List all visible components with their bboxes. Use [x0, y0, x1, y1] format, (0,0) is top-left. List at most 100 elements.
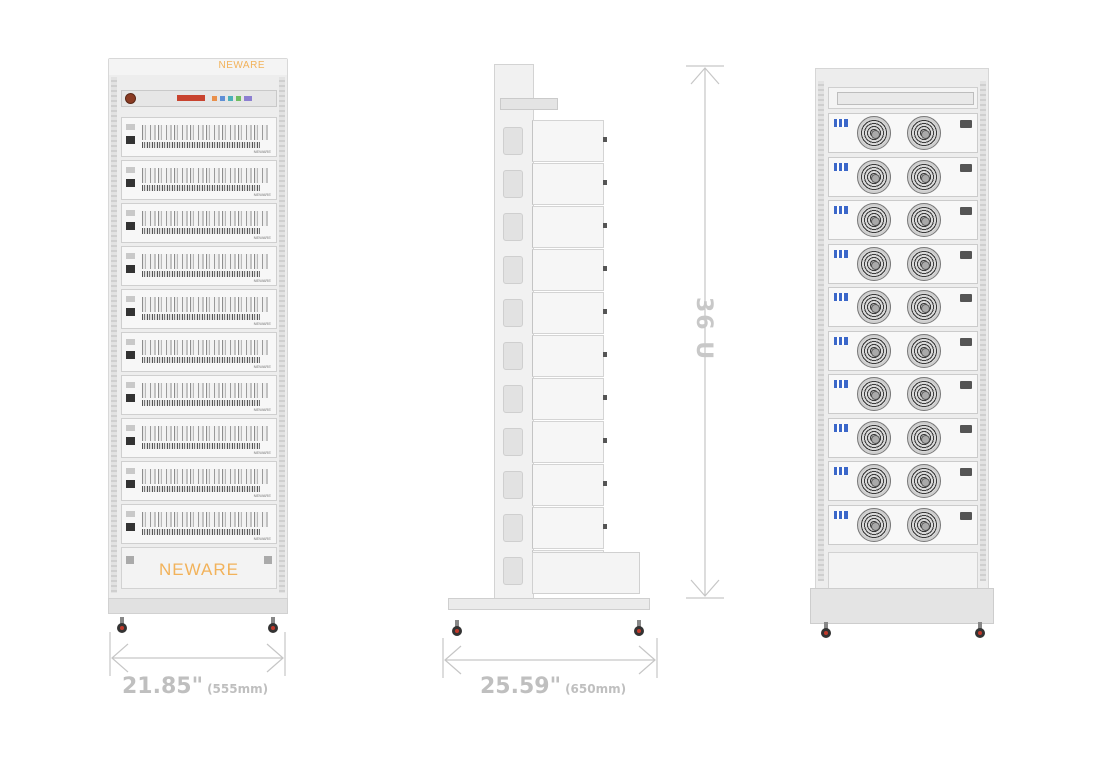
unit-switch-icon[interactable]	[126, 296, 135, 322]
unit-vent-strip	[142, 271, 260, 277]
side-frame-cutout	[503, 557, 523, 585]
side-frame-cutout	[503, 299, 523, 327]
back-base-frame	[810, 588, 994, 624]
cooling-fan-icon	[857, 333, 891, 368]
unit-switch-icon[interactable]	[126, 124, 135, 150]
unit-switch-icon[interactable]	[126, 511, 135, 537]
side-depth-mm: (650mm)	[565, 682, 627, 696]
power-socket-icon	[960, 468, 972, 476]
front-width-label: 21.85"(555mm)	[122, 674, 268, 699]
cooling-fan-icon	[907, 420, 941, 455]
cooling-fan-icon	[857, 377, 891, 411]
unit-switch-icon[interactable]	[126, 253, 135, 279]
base-vent-right-icon	[264, 556, 272, 564]
back-unit-label-icon	[834, 206, 848, 214]
cooling-fan-icon	[857, 464, 891, 498]
front-width-arrow-left-icon	[111, 643, 129, 673]
side-frame-cutout	[503, 127, 523, 155]
power-switch-icon[interactable]	[125, 93, 136, 104]
back-fan-unit	[828, 200, 978, 240]
height-arrow-top-icon	[690, 67, 720, 85]
cooling-fan-icon	[857, 159, 891, 194]
status-leds	[212, 96, 252, 101]
cooling-fan-icon	[907, 464, 941, 498]
cooling-fan-icon	[857, 507, 891, 542]
unit-switch-icon[interactable]	[126, 382, 135, 408]
power-socket-icon	[960, 511, 972, 520]
unit-logo: NEWARE	[253, 192, 271, 197]
back-unit-label-icon	[834, 249, 848, 258]
unit-logo: NEWARE	[253, 364, 271, 369]
cooling-fan-icon	[857, 203, 891, 237]
unit-vent-strip	[142, 228, 260, 234]
unit-channel-indicators	[142, 125, 270, 140]
side-unit-handle-icon	[603, 524, 607, 529]
cooling-fan-icon	[907, 290, 941, 324]
front-channel-unit: NEWARE	[121, 289, 277, 329]
caster-wheel-icon	[632, 620, 646, 636]
unit-vent-strip	[142, 443, 260, 449]
back-unit-label-icon	[834, 423, 848, 432]
side-unit-handle-icon	[603, 438, 607, 443]
unit-switch-icon[interactable]	[126, 167, 135, 193]
side-frame-cutout	[503, 428, 523, 456]
side-frame-cutout	[503, 385, 523, 413]
front-channel-unit: NEWARE	[121, 246, 277, 286]
unit-logo: NEWARE	[253, 536, 271, 541]
control-display	[177, 95, 205, 101]
cooling-fan-icon	[907, 159, 941, 194]
cooling-fan-icon	[907, 507, 941, 542]
back-lower-panel	[828, 552, 978, 592]
side-unit-profile	[532, 206, 607, 248]
back-rack	[815, 68, 989, 592]
unit-vent-strip	[142, 529, 260, 535]
unit-logo: NEWARE	[253, 407, 271, 412]
unit-switch-icon[interactable]	[126, 339, 135, 365]
side-unit-handle-icon	[603, 481, 607, 486]
side-frame-cutout	[503, 256, 523, 284]
height-label: 36 U	[691, 297, 716, 362]
control-panel	[121, 90, 277, 107]
front-channel-unit: NEWARE	[121, 418, 277, 458]
unit-channel-indicators	[142, 168, 270, 183]
front-width-inches: 21.85"	[122, 674, 204, 699]
cooling-fan-icon	[907, 116, 941, 150]
side-top-bar	[500, 98, 558, 110]
caster-wheel-icon	[266, 617, 280, 633]
side-base-bar	[448, 598, 650, 610]
cooling-fan-icon	[907, 203, 941, 237]
front-right-rail	[279, 77, 285, 593]
front-foot-bar	[108, 598, 288, 614]
unit-vent-strip	[142, 400, 260, 406]
caster-wheel-icon	[450, 620, 464, 636]
back-top-unit	[828, 87, 978, 109]
back-unit-label-icon	[834, 162, 848, 171]
unit-vent-strip	[142, 314, 260, 320]
front-brand-base: NEWARE	[159, 560, 239, 579]
side-unit-profile	[532, 335, 607, 377]
back-fan-unit	[828, 243, 978, 284]
front-channel-unit: NEWARE	[121, 160, 277, 200]
unit-channel-indicators	[142, 469, 270, 484]
back-fan-unit	[828, 417, 978, 458]
side-unit-profile	[532, 292, 607, 334]
back-fan-unit	[828, 156, 978, 197]
side-base-box	[532, 552, 640, 594]
back-unit-label-icon	[834, 467, 848, 475]
unit-channel-indicators	[142, 297, 270, 312]
back-unit-label-icon	[834, 336, 848, 345]
side-unit-handle-icon	[603, 180, 607, 185]
unit-logo: NEWARE	[253, 450, 271, 455]
height-arrow-bottom-icon	[690, 579, 720, 597]
unit-switch-icon[interactable]	[126, 210, 135, 236]
unit-switch-icon[interactable]	[126, 425, 135, 451]
cooling-fan-icon	[857, 420, 891, 455]
unit-switch-icon[interactable]	[126, 468, 135, 494]
caster-wheel-icon	[973, 622, 987, 638]
side-unit-profile	[532, 421, 607, 463]
unit-vent-strip	[142, 142, 260, 148]
back-right-rail	[980, 81, 986, 581]
cooling-fan-icon	[907, 246, 941, 281]
unit-logo: NEWARE	[253, 321, 271, 326]
